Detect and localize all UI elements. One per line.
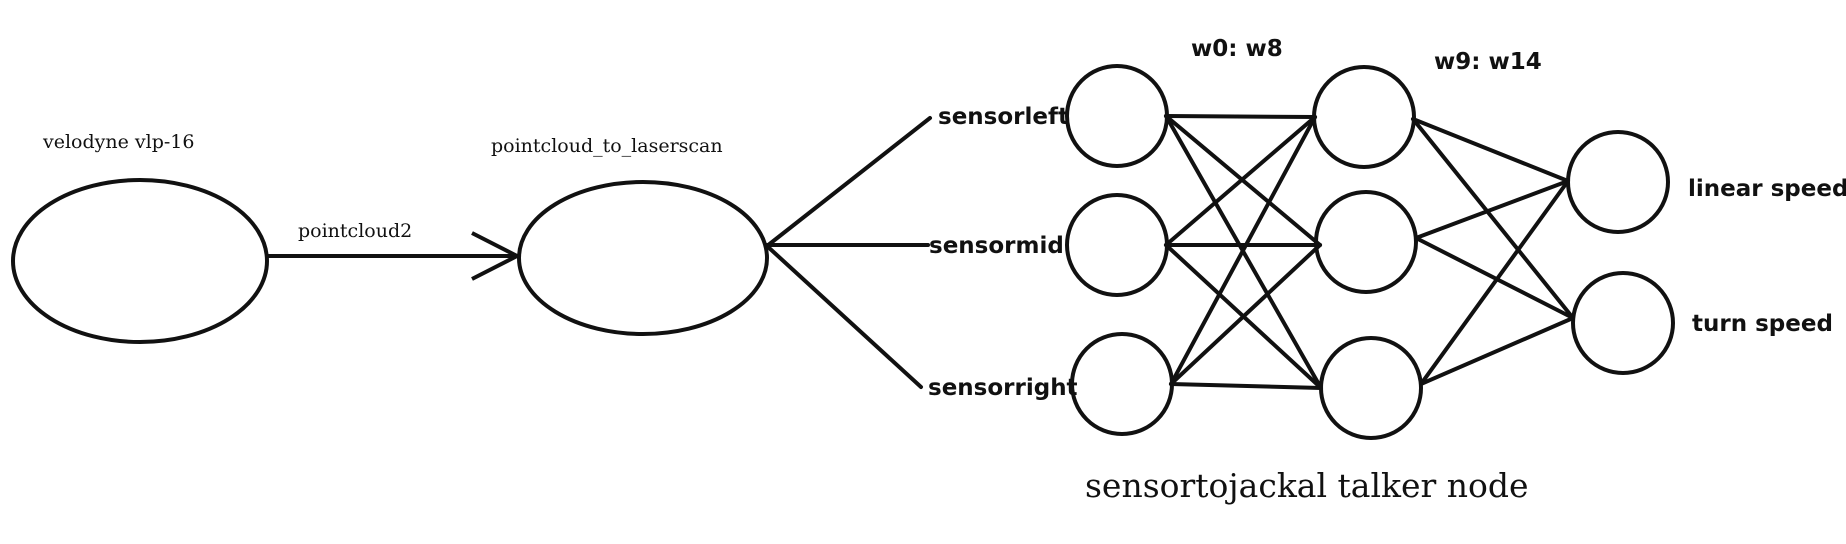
connection <box>1169 243 1322 386</box>
velodyne-node <box>11 178 269 344</box>
connection <box>1419 179 1570 386</box>
network-caption: sensortojackal talker node <box>1085 466 1529 505</box>
output-neuron <box>1566 130 1670 234</box>
sensor-label-mid: sensormid <box>929 233 1064 259</box>
input-neuron <box>1070 332 1174 436</box>
hidden-neuron <box>1314 190 1418 294</box>
weight-label-input-hidden: w0: w8 <box>1191 36 1283 62</box>
output-label-turn: turn speed <box>1692 311 1833 337</box>
output-neuron <box>1571 271 1675 375</box>
fanout-line-left <box>765 116 932 248</box>
output-label-linear: linear speed <box>1688 176 1846 202</box>
arrow-head <box>471 231 522 281</box>
connection <box>1414 179 1570 240</box>
connection <box>1419 316 1575 386</box>
hidden-neuron <box>1312 65 1416 169</box>
sensor-label-left: sensorleft <box>938 104 1069 130</box>
fanout-line-right <box>765 244 923 389</box>
sensor-label-right: sensorright <box>928 375 1078 401</box>
connections-input-hidden <box>1164 114 1323 390</box>
connection <box>1411 117 1575 320</box>
weight-label-hidden-output: w9: w14 <box>1434 49 1542 75</box>
input-neuron <box>1065 64 1169 168</box>
connections-hidden-output <box>1411 117 1575 386</box>
connection <box>1169 382 1323 390</box>
hidden-neuron <box>1319 336 1423 440</box>
connection <box>1164 115 1317 247</box>
input-neuron <box>1065 193 1169 297</box>
connection <box>1411 117 1570 183</box>
connection <box>1414 236 1575 320</box>
velodyne-label: velodyne vlp-16 <box>42 131 194 153</box>
converter-label: pointcloud_to_laserscan <box>491 135 723 157</box>
connection <box>1164 114 1317 119</box>
connection <box>1169 115 1317 386</box>
converter-node <box>517 180 769 336</box>
edge-label-pointcloud2: pointcloud2 <box>298 220 412 242</box>
